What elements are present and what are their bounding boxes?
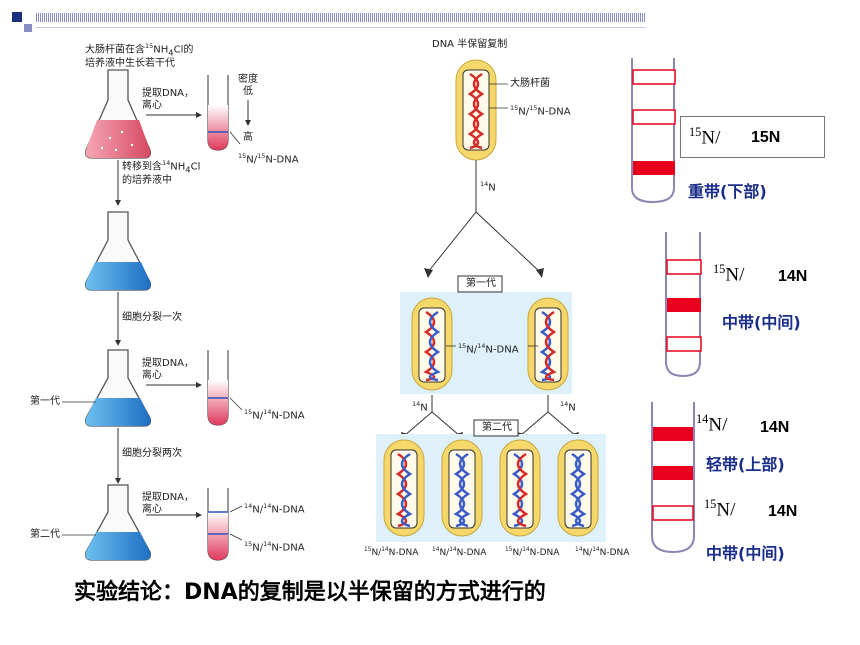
- gen2-label: 第二代: [30, 529, 60, 540]
- tube-1: [207, 75, 229, 151]
- flask-1: [84, 69, 152, 159]
- gen2-box-label: 第二代: [482, 422, 512, 433]
- tube-heavy: [631, 58, 676, 204]
- gen2-dna-label-4: 14N/14N-DNA: [575, 547, 630, 558]
- gen2-dna-label-1: 15N/14N-DNA: [364, 547, 419, 558]
- density-label: 密度低: [238, 74, 258, 97]
- band4-tail: 14N: [768, 503, 798, 520]
- conclusion-text: 实验结论：DNA的复制是以半保留的方式进行的: [74, 580, 546, 605]
- band-tubes: [631, 58, 702, 554]
- gen2-cell-1: [383, 439, 425, 537]
- gen1-box-label: 第一代: [466, 278, 496, 289]
- band1-tail: 15N: [751, 129, 781, 146]
- flask-3: [84, 349, 152, 427]
- tube-hybrid: [665, 232, 702, 378]
- gen2-cell-4: [557, 439, 599, 537]
- extract-label-3: 提取DNA，离心: [142, 492, 195, 515]
- band4-label: 15N/: [704, 497, 736, 521]
- header-square-small: [24, 24, 32, 32]
- band3-label: 14N/: [696, 412, 728, 436]
- header-square-large: [12, 12, 22, 22]
- divide-once-label: 细胞分裂一次: [122, 312, 182, 323]
- hybrid-dna-label-1: 15N/14N-DNA: [244, 408, 305, 422]
- band3-tail: 14N: [760, 419, 790, 436]
- band1-label-box: 15N/ 15N: [680, 116, 825, 158]
- left-flask-diagram: [62, 69, 251, 561]
- high-label: 高: [243, 132, 253, 143]
- band1-label: 15N/: [689, 125, 721, 149]
- header-rule: [36, 27, 646, 28]
- header-gradient-bar: [36, 13, 646, 22]
- flask-2: [84, 211, 152, 291]
- n14-label-left: 14N: [412, 400, 428, 414]
- band2-desc: 中带(中间): [722, 313, 801, 332]
- hybrid-dna-label-2: 15N/14N-DNA: [244, 540, 305, 554]
- gen2-dna-label-3: 15N/14N-DNA: [505, 547, 560, 558]
- parent-dna-label: 15N/15N-DNA: [510, 104, 571, 118]
- transfer-label: 转移到含14NH4Cl 的培养液中: [122, 159, 201, 187]
- flask-4: [84, 484, 152, 561]
- gen1-cell-left: [411, 297, 453, 391]
- tube-3: [207, 488, 229, 561]
- gen1-dna-label: 15N/14N-DNA: [458, 342, 519, 356]
- middle-replication-diagram: [376, 59, 606, 542]
- gen2-dna-label-2: 14N/14N-DNA: [432, 547, 487, 558]
- top-caption: 大肠杆菌在含15NH4Cl的 培养液中生长若干代: [85, 42, 194, 70]
- light-dna-label: 14N/14N-DNA: [244, 502, 305, 516]
- gen2-cell-3: [499, 439, 541, 537]
- heavy-dna-label: 15N/15N-DNA: [238, 152, 299, 166]
- gen1-label: 第一代: [30, 396, 60, 407]
- band3-desc: 轻带(上部): [706, 455, 785, 474]
- ecoli-label: 大肠杆菌: [510, 78, 550, 89]
- extract-label-2: 提取DNA，离心: [142, 358, 195, 381]
- n14-label-top: 14N: [480, 180, 496, 194]
- header-decoration: [0, 0, 860, 40]
- middle-title: DNA 半保留复制: [432, 39, 508, 50]
- band2-tail: 14N: [778, 268, 808, 285]
- band4-desc: 中带(中间): [706, 544, 785, 563]
- extract-label-1: 提取DNA，离心: [142, 88, 195, 111]
- gen2-cell-2: [441, 439, 483, 537]
- tube-2: [207, 350, 229, 426]
- parent-cell: [455, 59, 497, 161]
- band2-label: 15N/: [713, 262, 745, 286]
- tube-gen2: [651, 402, 695, 554]
- divide-twice-label: 细胞分裂两次: [122, 448, 182, 459]
- band1-desc: 重带(下部): [688, 182, 767, 201]
- n14-label-right: 14N: [560, 400, 576, 414]
- gen1-cell-right: [527, 297, 569, 391]
